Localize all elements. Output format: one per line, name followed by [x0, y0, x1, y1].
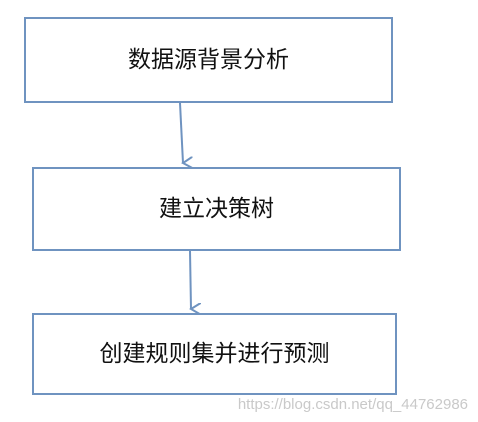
step-label: 建立决策树 [159, 195, 274, 222]
step-build-decision-tree: 建立决策树 [32, 167, 401, 251]
arrow-step1-to-step2 [179, 102, 183, 163]
step-label: 创建规则集并进行预测 [99, 340, 330, 367]
step-label: 数据源背景分析 [128, 46, 289, 73]
arrow-step2-to-step3 [189, 250, 191, 309]
step-data-source-analysis: 数据源背景分析 [24, 17, 393, 103]
step-create-ruleset-and-predict: 创建规则集并进行预测 [32, 313, 397, 395]
watermark-text: https://blog.csdn.net/qq_44762986 [237, 396, 468, 413]
